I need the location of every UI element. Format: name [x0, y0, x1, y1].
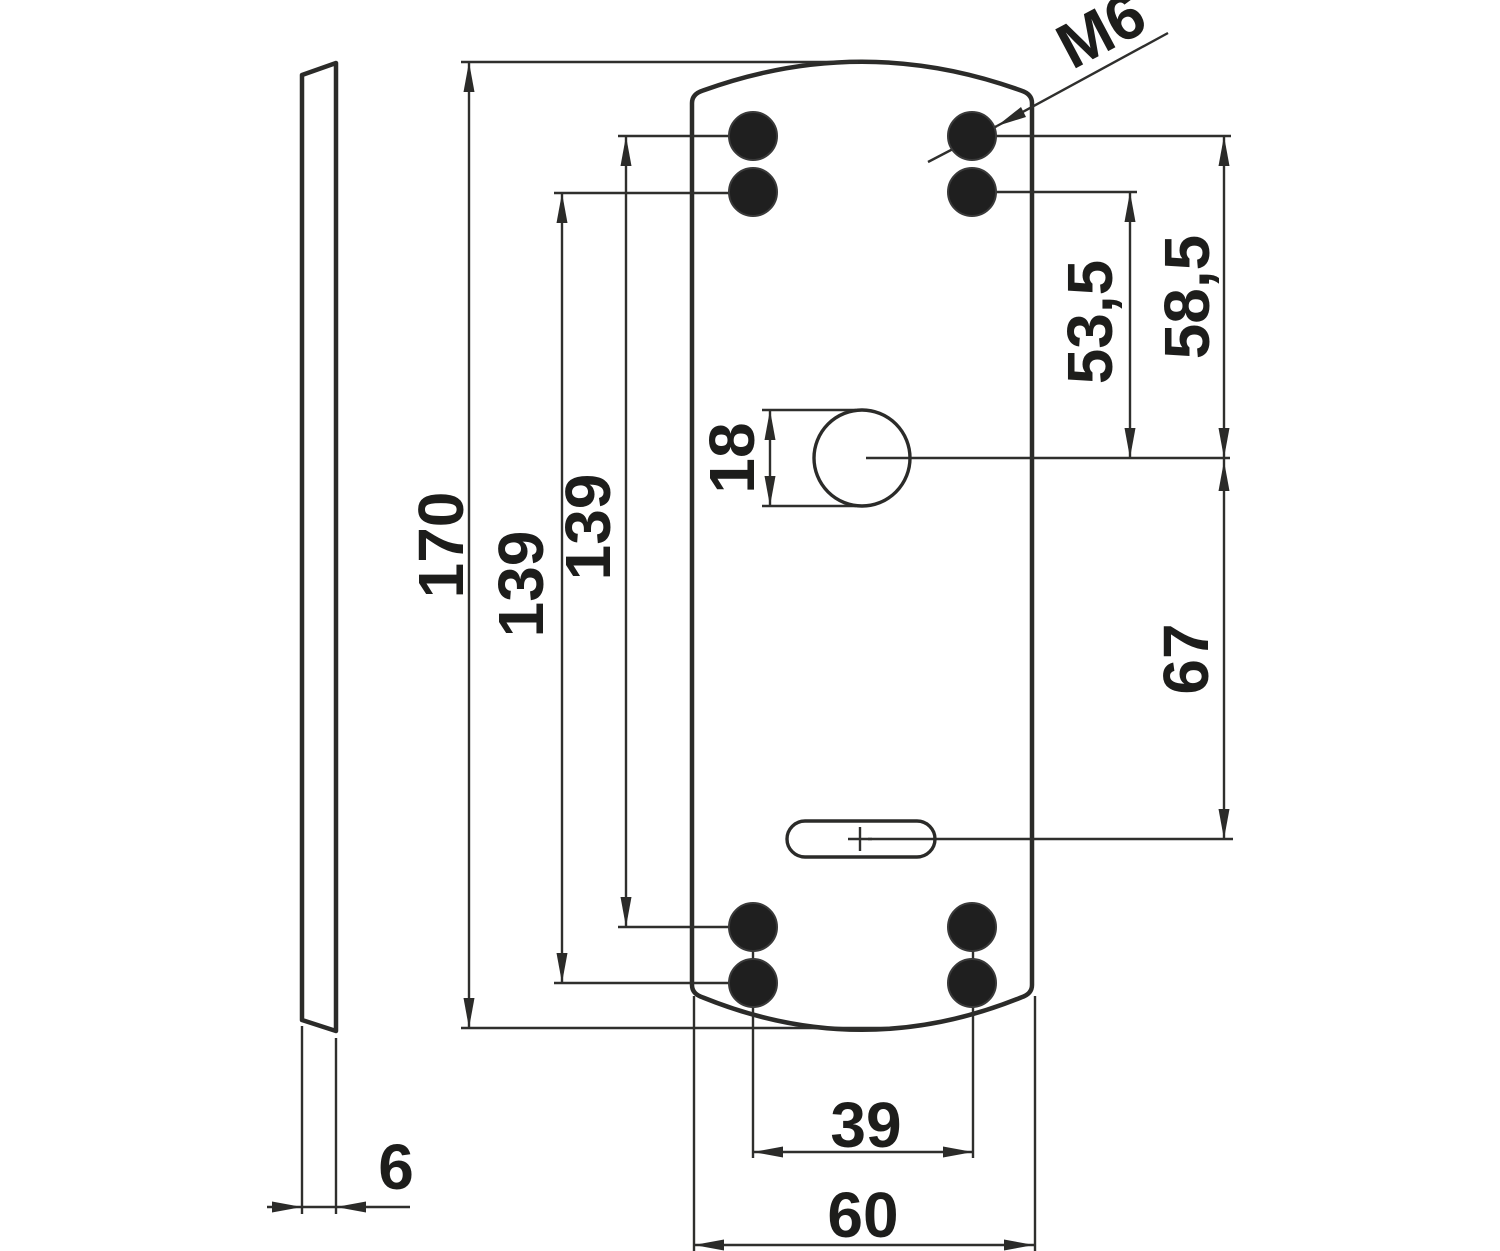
arrowhead-overall-top	[463, 62, 475, 92]
leader-line-thread	[996, 31, 1169, 128]
arrowhead-spindle-top	[764, 410, 776, 440]
mounting-hole-bottom-left-1	[728, 902, 778, 952]
arrowhead-spindle-bottom	[764, 476, 776, 506]
arrowhead-pitch-outer-bottom	[556, 953, 568, 983]
arrowhead-width-right	[1004, 1239, 1034, 1251]
thread-label: M6	[1045, 0, 1157, 83]
arrowhead-67-bottom	[1218, 809, 1230, 839]
arrowhead-overall-bottom	[463, 998, 475, 1028]
dim-label-pitch-inner: 139	[552, 474, 624, 581]
arrowhead-width-left	[694, 1239, 724, 1251]
arrowhead-thickness-left	[272, 1201, 302, 1213]
arrowhead-53-5-top	[1124, 192, 1136, 222]
mounting-hole-top-right-1	[947, 111, 997, 161]
arrowhead-67-top	[1218, 461, 1230, 491]
dim-label-pitch-outer: 139	[485, 531, 557, 638]
arrowhead-pitch-inner-bottom	[620, 897, 632, 927]
arrowhead-53-5-bottom	[1124, 428, 1136, 458]
mounting-hole-bottom-right-1	[947, 902, 997, 952]
mounting-slot	[785, 819, 937, 859]
arrowhead-58-5-bottom	[1218, 428, 1230, 458]
dim-label-hole-span: 39	[830, 1089, 901, 1161]
dim-label-thickness: 6	[378, 1131, 414, 1203]
dim-label-58-5: 58,5	[1151, 235, 1223, 360]
arrowhead-span-left	[753, 1146, 783, 1158]
dim-label-overall-height: 170	[405, 492, 477, 599]
front-view-outline	[689, 59, 1035, 1032]
arrowhead-pitch-outer-top	[556, 193, 568, 223]
spindle-hole	[812, 408, 912, 508]
dim-label-53-5: 53,5	[1054, 260, 1126, 385]
dim-label-67: 67	[1150, 623, 1222, 694]
dim-label-spindle-diameter: 18	[696, 422, 768, 493]
mounting-hole-top-left-1	[728, 111, 778, 161]
arrowhead-pitch-inner-top	[620, 136, 632, 166]
arrowhead-thread-leader	[997, 107, 1026, 126]
mounting-hole-top-left-2	[728, 167, 778, 217]
mounting-hole-top-right-2	[947, 167, 997, 217]
mounting-hole-bottom-right-2	[947, 958, 997, 1008]
arrowhead-thickness-right	[336, 1201, 366, 1213]
side-view-outline	[299, 60, 339, 1034]
dim-label-plate-width: 60	[827, 1179, 898, 1251]
arrowhead-58-5-top	[1218, 136, 1230, 166]
arrowhead-span-right	[943, 1146, 973, 1158]
mounting-hole-bottom-left-2	[728, 958, 778, 1008]
